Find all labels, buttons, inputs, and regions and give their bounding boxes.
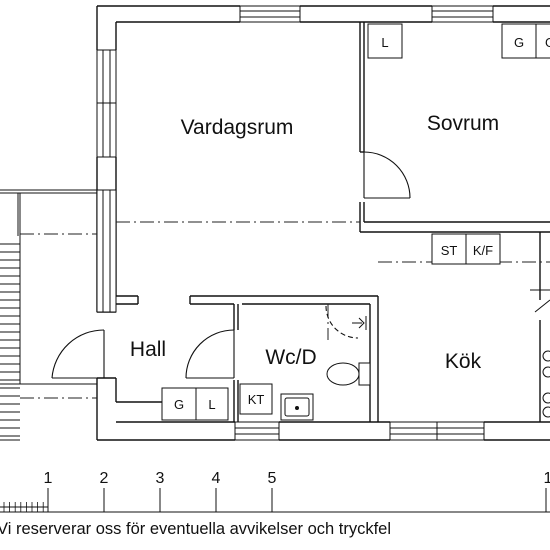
room-vardagsrum: Vardagsrum	[181, 116, 294, 139]
room-kok: Kök	[445, 350, 482, 373]
hall-g-label: G	[174, 397, 184, 412]
fixture-boxes	[161, 23, 550, 421]
drain-arrow-icon	[352, 316, 367, 330]
scale-tick-3: 3	[156, 470, 165, 487]
room-sovrum: Sovrum	[427, 112, 499, 135]
wc-kt-label: KT	[248, 392, 265, 407]
doors	[51, 151, 411, 379]
scale-tick-2: 2	[100, 470, 109, 487]
stair-steps	[0, 243, 20, 437]
kok-st-label: ST	[441, 243, 458, 258]
scale-tick-10: 1	[544, 470, 550, 487]
toilet-icon	[326, 362, 371, 386]
balcony-stairs	[0, 189, 97, 441]
kok-kf-label: K/F	[473, 243, 493, 258]
sovrum-l-label: L	[381, 35, 388, 50]
windows	[96, 5, 494, 441]
scale-tick-4: 4	[212, 470, 221, 487]
sovrum-g2-label: G	[545, 35, 550, 50]
room-hall: Hall	[130, 338, 166, 361]
sovrum-g-label: G	[514, 35, 524, 50]
scale-bar	[0, 488, 550, 513]
room-wc: Wc/D	[265, 346, 316, 369]
outer-walls	[96, 5, 550, 441]
scale-minor-ticks	[3, 502, 44, 512]
stove-icon	[530, 289, 550, 418]
scale-tick-5: 5	[268, 470, 277, 487]
disclaimer-text: Vi reserverar oss för eventuella avvikel…	[0, 520, 391, 538]
sink-icon	[280, 393, 314, 421]
interior-walls	[116, 22, 550, 422]
scale-tick-1: 1	[44, 470, 53, 487]
hall-l-label: L	[208, 397, 215, 412]
